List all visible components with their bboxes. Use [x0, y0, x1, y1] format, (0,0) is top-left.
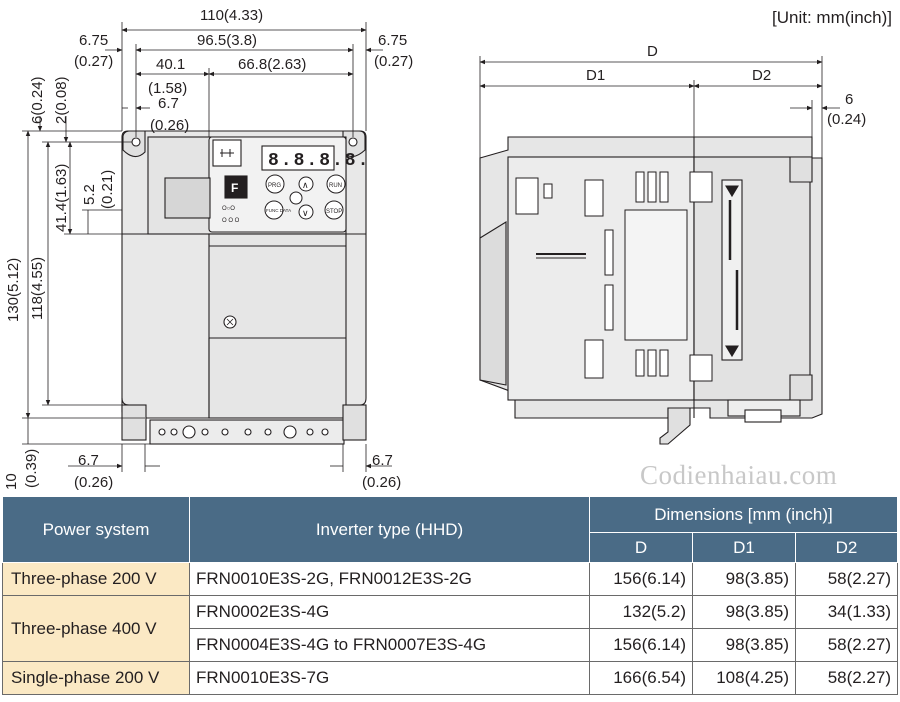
prg-key	[265, 174, 285, 194]
table-row: Three-phase 400 V FRN0002E3S-4G 132(5.2)…	[2, 595, 899, 662]
cell-d2: 58(2.27)	[794, 562, 899, 596]
dim-depth-d: D	[647, 43, 658, 60]
func-data-key-label: FUNC DATA	[266, 208, 291, 213]
front-dimension-lines	[22, 22, 392, 472]
dim-bottom-10-in: (0.39)	[23, 449, 40, 488]
dim-height-118: 118(4.55)	[29, 257, 46, 320]
run-key	[326, 174, 346, 194]
cell-d2: 58(2.27)	[794, 661, 899, 695]
dim-depth-d2: D2	[752, 67, 771, 84]
dim-side-offset-in: (0.24)	[827, 111, 866, 128]
unit-label: [Unit: mm(inch)]	[772, 8, 892, 27]
led-display-digits: 8.8.8.8.	[268, 151, 370, 171]
dim-height-5-in: (0.21)	[99, 170, 116, 209]
dim-right-offset-mm: 6.75	[378, 32, 407, 49]
dim-bottom-right-mm: 6.7	[372, 452, 393, 469]
dimension-drawing: 8.8.8.8. F PRG ∧ RUN FUNC DATA ∨ STOP O○…	[3, 7, 866, 491]
header-d1: D1	[692, 532, 796, 563]
svg-text:F: F	[231, 181, 238, 195]
header-power-system: Power system	[2, 496, 190, 563]
cell-d2: 34(1.33)	[794, 595, 899, 629]
dim-depth-d1: D1	[586, 67, 605, 84]
front-view: 8.8.8.8. F PRG ∧ RUN FUNC DATA ∨ STOP O○…	[121, 130, 370, 445]
svg-text:O○O: O○O	[222, 206, 235, 212]
keypad-buttons: PRG ∧ RUN FUNC DATA ∨ STOP O○O O O O	[222, 174, 346, 224]
shift-key	[289, 191, 303, 205]
down-key	[298, 204, 314, 220]
dim-hole-offset-in: (0.26)	[150, 117, 189, 134]
header-dimensions: Dimensions [mm (inch)]	[588, 496, 899, 533]
dim-hole-offset-mm: 6.7	[158, 95, 179, 112]
dim-width-inner: 96.5(3.8)	[197, 32, 257, 49]
prg-key-label: PRG	[268, 183, 281, 189]
dim-side-offset-mm: 6	[845, 91, 853, 108]
dim-height-5-mm: 5.2	[81, 184, 98, 205]
dim-top-2: 2(0.08)	[53, 76, 70, 124]
table-row: Single-phase 200 V FRN0010E3S-7G 166(6.5…	[2, 661, 899, 695]
up-key-label: ∧	[302, 180, 309, 190]
dim-height-130: 130(5.12)	[5, 258, 22, 322]
cell-inverter-type: FRN0004E3S-4G to FRN0007E3S-4G	[189, 628, 590, 662]
dim-bottom-right-in: (0.26)	[362, 474, 401, 491]
up-key	[298, 176, 314, 192]
down-key-label: ∨	[302, 208, 309, 218]
cell-inverter-type: FRN0002E3S-4G	[189, 595, 590, 629]
stop-key-label: STOP	[326, 209, 342, 215]
cell-power-system: Three-phase 400 V	[2, 595, 190, 662]
dim-width-total: 110(4.33)	[200, 7, 263, 24]
side-dimension-labels: D D1 D2 6 (0.24)	[586, 43, 866, 128]
watermark: Codienhaiau.com	[640, 460, 838, 490]
cell-d1: 98(3.85)	[692, 595, 796, 629]
dim-top-6: 6(0.24)	[29, 76, 46, 124]
dim-height-41: 41.4(1.63)	[53, 164, 70, 232]
dim-bottom-left-in: (0.26)	[74, 474, 113, 491]
table-row: Three-phase 200 V FRN0010E3S-2G, FRN0012…	[2, 562, 899, 596]
header-inverter-type: Inverter type (HHD)	[189, 496, 590, 563]
cell-d: 132(5.2)	[589, 595, 693, 629]
dim-width-a-in: (1.58)	[148, 80, 187, 97]
cell-d1: 98(3.85)	[692, 628, 796, 662]
dim-width-b: 66.8(2.63)	[238, 56, 306, 73]
cell-d1: 108(4.25)	[692, 661, 796, 695]
cell-inverter-type: FRN0010E3S-7G	[189, 661, 590, 695]
dim-left-offset-in: (0.27)	[74, 53, 113, 70]
usb-port	[212, 139, 242, 167]
side-view	[479, 136, 823, 445]
func-data-key	[264, 200, 284, 220]
dim-left-offset-mm: 6.75	[79, 32, 108, 49]
front-dimension-labels: 110(4.33) 96.5(3.8) 6.75 (0.27) 6.75 (0.…	[3, 7, 413, 491]
dim-width-a-mm: 40.1	[156, 56, 185, 73]
run-key-label: RUN	[329, 183, 342, 189]
svg-text:O O O: O O O	[222, 218, 240, 224]
cell-d: 156(6.14)	[589, 628, 693, 662]
header-d2: D2	[794, 532, 899, 563]
cell-power-system: Single-phase 200 V	[2, 661, 190, 695]
cell-inverter-type: FRN0010E3S-2G, FRN0012E3S-2G	[189, 562, 590, 596]
stop-key	[324, 200, 344, 220]
cell-d: 166(6.54)	[589, 661, 693, 695]
dim-bottom-10-mm: 10	[3, 473, 20, 490]
cell-d2: 58(2.27)	[794, 628, 899, 662]
cell-d1: 98(3.85)	[692, 562, 796, 596]
side-dimension-lines	[479, 56, 840, 158]
table-row: FRN0004E3S-4G to FRN0007E3S-4G 156(6.14)…	[3, 628, 899, 662]
header-d: D	[589, 532, 693, 563]
brand-logo	[224, 175, 248, 199]
dim-bottom-left-mm: 6.7	[78, 452, 99, 469]
led-display	[261, 145, 335, 171]
cell-d: 156(6.14)	[589, 562, 693, 596]
cell-power-system: Three-phase 200 V	[2, 562, 190, 596]
dimensions-table: Power system Inverter type (HHD) Dimensi…	[2, 496, 899, 695]
dim-right-offset-in: (0.27)	[374, 53, 413, 70]
